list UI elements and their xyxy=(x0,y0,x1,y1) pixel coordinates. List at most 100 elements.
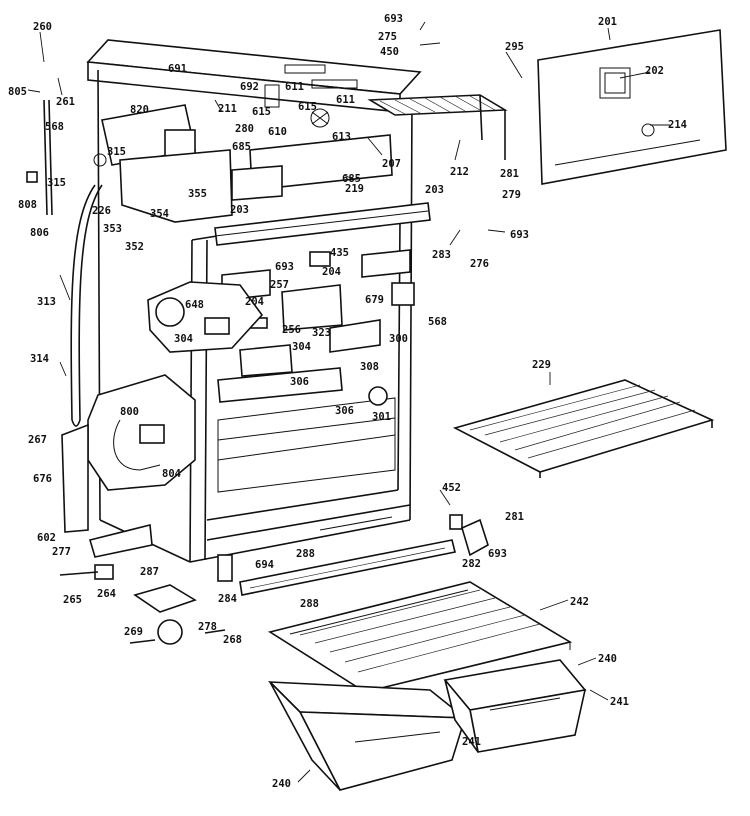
part-label: 692 xyxy=(240,81,259,93)
part-label: 301 xyxy=(372,411,391,423)
part-label: 306 xyxy=(335,405,354,417)
part-label: 568 xyxy=(428,316,447,328)
part-label: 820 xyxy=(130,104,149,116)
part-label: 278 xyxy=(198,621,217,633)
part-label: 323 xyxy=(312,327,331,339)
part-label: 288 xyxy=(296,548,315,560)
part-label: 602 xyxy=(37,532,56,544)
shelf-229 xyxy=(452,379,715,478)
part-label: 685 xyxy=(342,173,361,185)
part-label: 269 xyxy=(124,626,143,638)
part-label: 315 xyxy=(47,177,66,189)
part-label: 203 xyxy=(425,184,444,196)
part-label: 693 xyxy=(510,229,529,241)
crisper-cover-242 xyxy=(267,581,573,700)
part-label: 201 xyxy=(598,16,617,28)
part-label: 450 xyxy=(380,46,399,58)
part-label: 354 xyxy=(150,208,169,220)
part-label: 452 xyxy=(442,482,461,494)
part-label: 226 xyxy=(92,205,111,217)
part-label: 240 xyxy=(272,778,291,790)
part-label: 279 xyxy=(502,189,521,201)
part-label: 241 xyxy=(610,696,629,708)
part-label: 611 xyxy=(285,81,304,93)
part-label: 693 xyxy=(488,548,507,560)
part-label: 288 xyxy=(300,598,319,610)
part-label: 268 xyxy=(223,634,242,646)
part-label: 315 xyxy=(107,146,126,158)
part-label: 281 xyxy=(500,168,519,180)
part-label: 295 xyxy=(505,41,524,53)
part-label: 355 xyxy=(188,188,207,200)
bottom-hardware xyxy=(59,514,489,645)
part-label: 806 xyxy=(30,227,49,239)
crisper-drawer-left xyxy=(267,681,468,791)
rail-203 xyxy=(214,202,431,246)
shelf-212 xyxy=(367,94,508,160)
part-label: 693 xyxy=(275,261,294,273)
part-label: 313 xyxy=(37,296,56,308)
part-label: 202 xyxy=(645,65,664,77)
part-label: 219 xyxy=(345,183,364,195)
part-label: 211 xyxy=(218,103,237,115)
evaporator-assembly xyxy=(231,64,393,201)
control-housing xyxy=(147,281,264,353)
part-label: 207 xyxy=(382,158,401,170)
part-label: 275 xyxy=(378,31,397,43)
grille-288 xyxy=(239,539,456,596)
panel-267 xyxy=(61,423,89,533)
part-label: 265 xyxy=(63,594,82,606)
part-label: 306 xyxy=(290,376,309,388)
part-label: 685 xyxy=(232,141,251,153)
part-label: 615 xyxy=(298,101,317,113)
cover-grid xyxy=(299,589,541,673)
part-label: 283 xyxy=(432,249,451,261)
part-label: 264 xyxy=(97,588,116,600)
part-label: 281 xyxy=(505,511,524,523)
part-label: 679 xyxy=(365,294,384,306)
part-label: 805 xyxy=(8,86,27,98)
water-line-313 xyxy=(26,99,103,427)
part-label: 694 xyxy=(255,559,274,571)
part-label: 240 xyxy=(598,653,617,665)
part-label: 610 xyxy=(268,126,287,138)
part-label: 256 xyxy=(282,324,301,336)
leader-lines xyxy=(27,21,670,783)
part-label: 204 xyxy=(322,266,341,278)
control-bracket-306 xyxy=(217,344,388,406)
part-label: 804 xyxy=(162,468,181,480)
part-label: 611 xyxy=(336,94,355,106)
crisper-drawer-right xyxy=(443,659,587,753)
part-label: 260 xyxy=(33,21,52,33)
part-label: 691 xyxy=(168,63,187,75)
part-label: 800 xyxy=(120,406,139,418)
part-label: 693 xyxy=(384,13,403,25)
part-label: 353 xyxy=(103,223,122,235)
part-label: 242 xyxy=(570,596,589,608)
part-label: 613 xyxy=(332,131,351,143)
part-label: 214 xyxy=(668,119,687,131)
part-label: 212 xyxy=(450,166,469,178)
part-label: 277 xyxy=(52,546,71,558)
part-label: 435 xyxy=(330,247,349,259)
part-label: 352 xyxy=(125,241,144,253)
part-label: 304 xyxy=(292,341,311,353)
ice-maker-assembly xyxy=(93,104,233,223)
part-label: 300 xyxy=(389,333,408,345)
part-labels: 260 805 261 568 820 691 692 280 211 615 … xyxy=(8,13,687,790)
part-label: 257 xyxy=(270,279,289,291)
part-label: 676 xyxy=(33,473,52,485)
rear-panel-201 xyxy=(537,29,727,185)
part-label: 314 xyxy=(30,353,49,365)
part-label: 615 xyxy=(252,106,271,118)
part-label: 648 xyxy=(185,299,204,311)
part-label: 276 xyxy=(470,258,489,270)
part-label: 261 xyxy=(56,96,75,108)
part-label: 229 xyxy=(532,359,551,371)
part-label: 282 xyxy=(462,558,481,570)
part-label: 280 xyxy=(235,123,254,135)
part-label: 203 xyxy=(230,204,249,216)
part-label: 204 xyxy=(245,296,264,308)
